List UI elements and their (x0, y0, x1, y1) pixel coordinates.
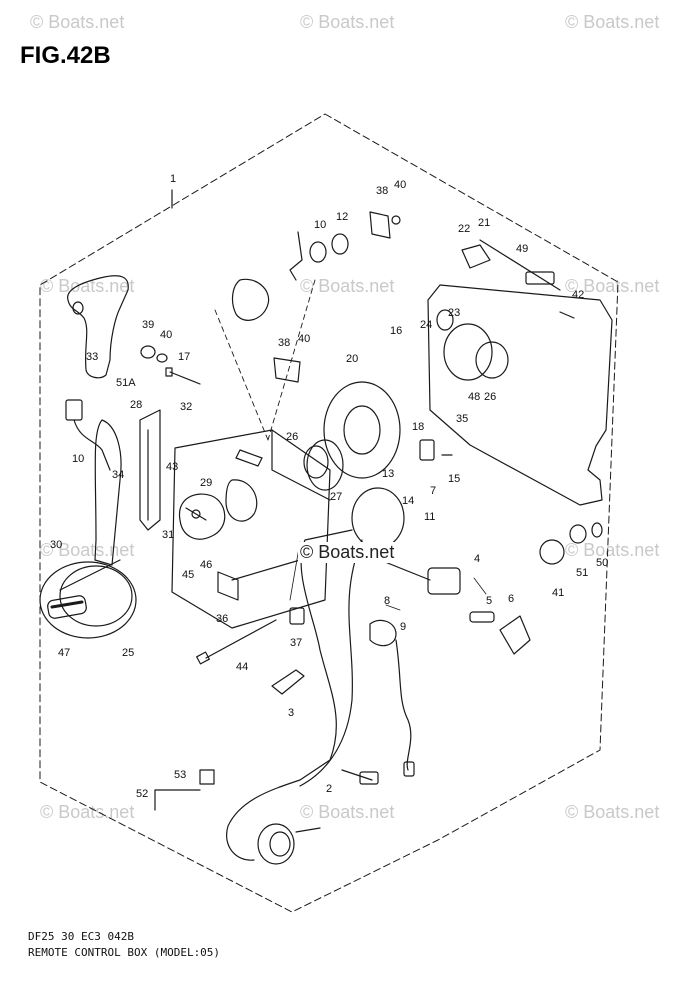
part-label: 45 (182, 569, 194, 581)
watermark: © Boats.net (300, 276, 395, 296)
part-label: 26 (484, 391, 496, 403)
part-label: 9 (400, 621, 406, 633)
part-label: 38 (376, 185, 388, 197)
lever-arm (94, 419, 122, 566)
part-label: 10 (314, 219, 326, 231)
part-label: 11 (424, 511, 435, 523)
knob-cover (39, 561, 137, 639)
footer-caption: REMOTE CONTROL BOX (MODEL:05) (28, 946, 221, 959)
watermark: © Boats.net (40, 540, 135, 560)
control-handle (67, 275, 129, 379)
watermark: © Boats.net (565, 802, 660, 822)
watermark: © Boats.net (565, 12, 660, 32)
part-label: 34 (112, 469, 124, 481)
part-label: 51 (576, 567, 588, 579)
part-label: 43 (166, 461, 178, 473)
part-label: 18 (412, 421, 424, 433)
part-label: 38 (278, 337, 290, 349)
watermark: © Boats.net (565, 276, 660, 296)
figure-title: FIG.42B (20, 42, 111, 69)
part-label: 46 (200, 559, 212, 571)
side-plate (427, 284, 613, 506)
part-label: 44 (236, 661, 248, 673)
part-label: 42 (572, 289, 584, 301)
part-label: 27 (330, 491, 342, 503)
part-label: 3 (288, 707, 294, 719)
part-label: 24 (420, 319, 432, 331)
part-label: 5 (486, 595, 492, 607)
part-label: 6 (508, 593, 514, 605)
part-label: 26 (286, 431, 298, 443)
part-label: 31 (162, 529, 174, 541)
part-label: 13 (382, 468, 394, 480)
part-label: 51A (116, 377, 136, 389)
part-label: 49 (516, 243, 528, 255)
part-label: 12 (336, 211, 348, 223)
part-label: 48 (468, 391, 480, 403)
part-label: 1 (170, 173, 176, 185)
part-label: 8 (384, 595, 390, 607)
watermark: © Boats.net (300, 12, 395, 32)
part-label: 41 (552, 587, 564, 599)
watermark-center: © Boats.net (298, 542, 397, 563)
part-label: 22 (458, 223, 470, 235)
part-label: 40 (298, 333, 310, 345)
part-label: 35 (456, 413, 468, 425)
part-label: 28 (130, 399, 142, 411)
part-label: 4 (474, 553, 480, 565)
part-label: 29 (200, 477, 212, 489)
part-label: 33 (86, 351, 98, 363)
part-label: 15 (448, 473, 460, 485)
part-label: 17 (178, 351, 190, 363)
part-label: 23 (448, 307, 460, 319)
part-label: 20 (346, 353, 358, 365)
part-label: 21 (478, 217, 490, 229)
part-label: 47 (58, 647, 70, 659)
part-label: 16 (390, 325, 402, 337)
part-label: 52 (136, 788, 148, 800)
watermark: © Boats.net (565, 540, 660, 560)
watermark: © Boats.net (30, 12, 125, 32)
watermark: © Boats.net (300, 802, 395, 822)
watermark: © Boats.net (40, 276, 135, 296)
gear-plate (323, 381, 401, 479)
assembly-boundary (39, 113, 619, 913)
part-label: 37 (290, 637, 302, 649)
part-label: 50 (596, 557, 608, 569)
part-label: 32 (180, 401, 192, 413)
part-label: 36 (216, 613, 228, 625)
part-label: 40 (394, 179, 406, 191)
watermark: © Boats.net (40, 802, 135, 822)
part-label: 40 (160, 329, 172, 341)
part-label: 10 (72, 453, 84, 465)
part-label: 7 (430, 485, 436, 497)
part-label: 30 (50, 539, 62, 551)
part-label: 25 (122, 647, 134, 659)
part-label: 2 (326, 783, 332, 795)
part-label: 14 (402, 495, 414, 507)
footer-code: DF25 30 EC3 042B (28, 930, 134, 943)
part-label: 39 (142, 319, 154, 331)
part-label: 53 (174, 769, 186, 781)
